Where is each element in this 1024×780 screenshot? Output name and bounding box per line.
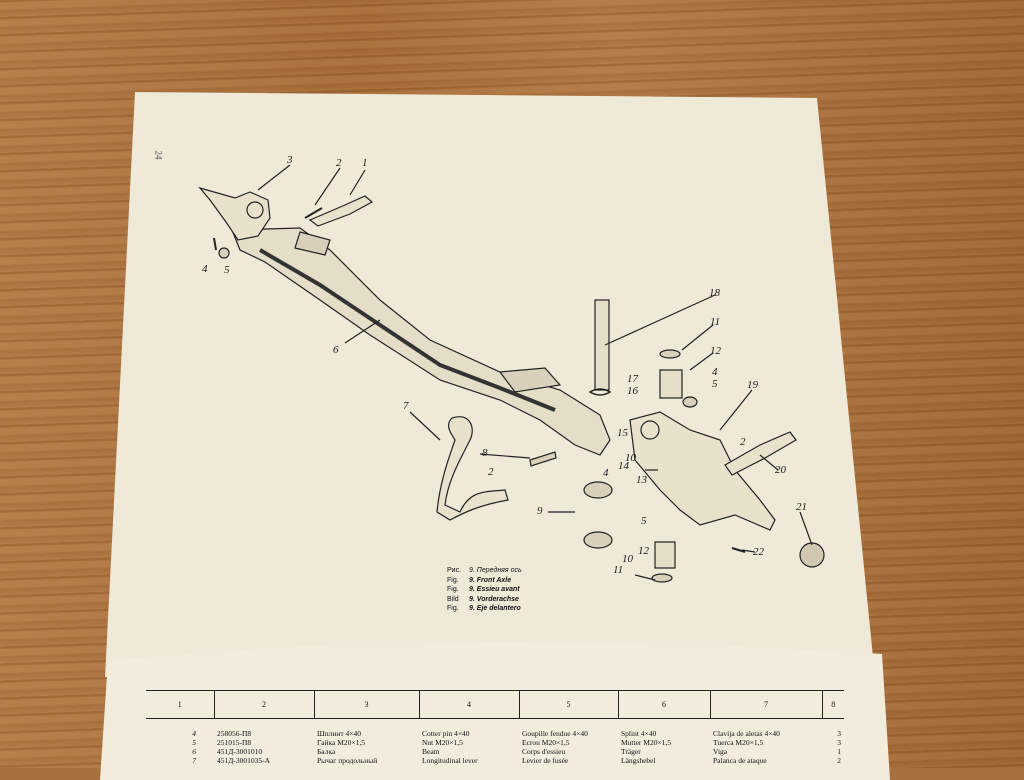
table-cell: Longitudinal lever bbox=[422, 756, 478, 765]
part-label: 4 bbox=[202, 263, 208, 275]
table-cell: 251015-П8 bbox=[217, 738, 252, 747]
table-cell: Viga bbox=[713, 747, 728, 756]
king-pin bbox=[594, 299, 610, 391]
part-label: 12 bbox=[710, 345, 721, 357]
part-label: 4 bbox=[712, 366, 718, 378]
table-cell: Clavija de aletas 4×40 bbox=[713, 729, 780, 738]
caption-line: Fig.9. Front Axle bbox=[447, 576, 512, 584]
table-row: 7 451Д-3001035-А Рычаг продольный Longit… bbox=[146, 756, 844, 765]
table-cell: 4 bbox=[192, 729, 196, 738]
table-row: 6 451Д-3001010 Балка Beam Corps d'essieu… bbox=[146, 747, 844, 756]
part-label: 10 bbox=[622, 553, 633, 565]
table-cell: 258056-П8 bbox=[217, 729, 252, 738]
part-label: 12 bbox=[638, 545, 649, 557]
table-cell: Cotter pin 4×40 bbox=[422, 729, 470, 738]
table-cell: 5 bbox=[192, 738, 196, 747]
caption-line: Fig.9. Eje delantero bbox=[447, 605, 521, 612]
table-cell: Träger bbox=[621, 747, 641, 756]
table-cell: Tuerca M20×1,5 bbox=[713, 738, 764, 747]
part-label: 9 bbox=[537, 505, 543, 517]
table-cell: 1 bbox=[837, 747, 841, 756]
table-cell: Гайка М20×1,5 bbox=[317, 738, 365, 747]
part-label: 6 bbox=[333, 344, 339, 356]
part-label: 21 bbox=[796, 501, 807, 513]
part-label: 5 bbox=[641, 515, 647, 527]
part-label: 17 bbox=[627, 373, 638, 385]
column-header: 6 bbox=[617, 690, 710, 719]
table-cell: 2 bbox=[837, 756, 841, 765]
table-cell: Corps d'essieu bbox=[522, 747, 566, 756]
part-label: 20 bbox=[775, 464, 786, 476]
steering-arm-left bbox=[308, 195, 374, 227]
table-cell: Splint 4×40 bbox=[621, 729, 657, 738]
caption-line: Fig.9. Essieu avant bbox=[447, 586, 520, 593]
table-cell: 7 bbox=[192, 756, 196, 765]
part-label: 2 bbox=[740, 436, 746, 448]
table-cell: Ecrou M20×1,5 bbox=[522, 738, 570, 747]
part-label: 18 bbox=[709, 287, 720, 299]
part-label: 1 bbox=[362, 157, 368, 169]
table-row: 5 251015-П8 Гайка М20×1,5 Nut M20×1,5 Ec… bbox=[146, 738, 844, 747]
table-cell: 3 bbox=[837, 729, 841, 738]
part-label: 7 bbox=[403, 400, 409, 412]
part-label: 5 bbox=[224, 264, 230, 276]
steering-arm-right bbox=[724, 431, 797, 476]
column-header: 3 bbox=[313, 690, 419, 719]
table-cell: Beam bbox=[422, 747, 440, 756]
table-cell: Mutter M20×1,5 bbox=[621, 738, 672, 747]
table-header-row: 1 2 3 4 5 6 7 8 bbox=[146, 690, 844, 719]
table-row: 4 258056-П8 Шплинт 4×40 Cotter pin 4×40 … bbox=[146, 729, 844, 738]
part-label: 16 bbox=[627, 385, 638, 397]
steering-knuckle bbox=[629, 411, 776, 531]
table-cell: 6 bbox=[192, 747, 196, 756]
part-label: 2 bbox=[488, 466, 494, 478]
left-knuckle bbox=[198, 186, 271, 241]
table-cell: Levier de fusée bbox=[522, 756, 569, 765]
column-header: 4 bbox=[418, 690, 519, 719]
part-label: 2 bbox=[336, 157, 342, 169]
table-cell: Nut M20×1,5 bbox=[422, 738, 463, 747]
part-label: 5 bbox=[712, 378, 718, 390]
part-label: 8 bbox=[482, 447, 488, 459]
column-header: 1 bbox=[146, 690, 214, 719]
table-cell: Längshebel bbox=[621, 756, 656, 765]
part-label: 15 bbox=[617, 427, 628, 439]
part-label: 13 bbox=[636, 474, 647, 486]
parts-table: 1 2 3 4 5 6 7 8 4 258056-П8 Шплинт 4×40 … bbox=[146, 690, 844, 765]
table-cell: Goupille fendue 4×40 bbox=[522, 729, 588, 738]
beam bbox=[231, 227, 611, 456]
part-label: 14 bbox=[618, 460, 629, 472]
figure-caption: Рис.9. Передняя ось Fig.9. Front Axle Fi… bbox=[447, 566, 522, 614]
part-label: 4 bbox=[603, 467, 609, 479]
part-label: 19 bbox=[747, 379, 758, 391]
table-cell: 451Д-3001035-А bbox=[217, 756, 271, 765]
part-label: 3 bbox=[287, 154, 293, 166]
part-label: 22 bbox=[753, 546, 764, 558]
table-cell: Шплинт 4×40 bbox=[317, 729, 361, 738]
column-header: 5 bbox=[518, 690, 618, 719]
part-label: 11 bbox=[613, 564, 624, 576]
longitudinal-lever bbox=[436, 416, 509, 521]
table-cell: Балка bbox=[317, 747, 336, 756]
column-header: 2 bbox=[213, 690, 314, 719]
table-cell: Рычаг продольный bbox=[317, 756, 378, 765]
part-label: 10 bbox=[625, 452, 636, 464]
table-cell: Palanca de ataque bbox=[713, 756, 767, 765]
part-label: 11 bbox=[710, 316, 721, 328]
table-cell: 3 bbox=[837, 738, 841, 747]
column-header: 8 bbox=[821, 690, 844, 719]
table-cell: 451Д-3001010 bbox=[217, 747, 263, 756]
caption-line: Рис.9. Передняя ось bbox=[447, 567, 522, 574]
column-header: 7 bbox=[709, 690, 822, 719]
